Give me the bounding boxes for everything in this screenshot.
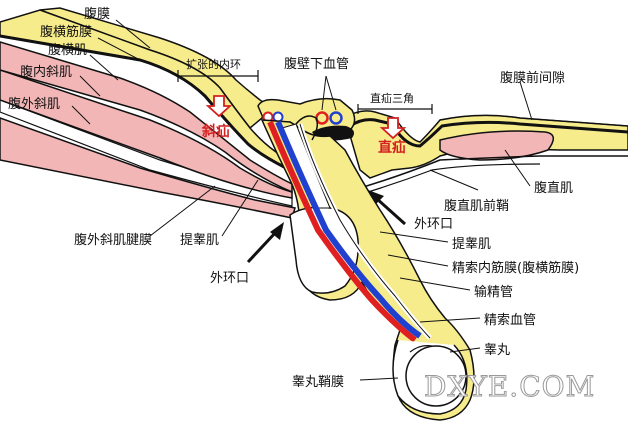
- vein-circle-2: [272, 111, 284, 123]
- label-external-ring-left: 外环口: [210, 271, 249, 286]
- ring-loop: [295, 115, 319, 141]
- triangle-bracket: [357, 104, 433, 114]
- watermark: DXYE.COM: [424, 370, 595, 403]
- leader-tunica: [359, 377, 399, 381]
- leader-epigastric-1: [321, 75, 327, 111]
- internal-oblique-muscle: [0, 69, 293, 199]
- label-spermatic-vessels: 精索血管: [484, 313, 536, 328]
- external-ring-arrow-left-shaft: [246, 230, 278, 264]
- leader-lines: [71, 19, 533, 381]
- transversus-muscle: [0, 41, 293, 194]
- leader-vas: [399, 277, 471, 291]
- external-ring-arrow-right-shaft: [374, 196, 407, 226]
- leader-preperitoneal: [519, 81, 533, 121]
- direct-hernia-arrow: [379, 117, 407, 140]
- artery-circle-1: [315, 111, 329, 125]
- leader-rectus-sheath: [429, 169, 479, 191]
- label-vas-deferens: 输精管: [474, 284, 513, 300]
- leader-internal-oblique: [79, 75, 101, 97]
- leader-aponeurosis: [149, 185, 216, 237]
- leader-cremaster-right: [379, 231, 449, 243]
- leader-transversus: [89, 54, 119, 81]
- label-indirect-hernia: 斜疝: [201, 123, 230, 140]
- label-external-oblique: 腹外斜肌: [8, 96, 60, 112]
- labels: 腹膜 腹横筋膜 腹横肌 腹内斜肌 腹外斜肌 扩张的内环 斜疝 腹壁下血管 直疝三…: [8, 6, 579, 390]
- leader-external-oblique: [71, 105, 91, 125]
- internal-ring-bracket: [177, 70, 259, 82]
- label-testis: 睾丸: [484, 342, 510, 358]
- rectus-sheath-line-2: [354, 163, 541, 197]
- rectus-sheath-line: [359, 155, 628, 189]
- external-ring-arrow-left-head: [270, 222, 284, 240]
- leader-rectus: [504, 149, 531, 187]
- hernia-arrows: [205, 95, 407, 140]
- right-peritoneum-outline: [439, 114, 628, 127]
- label-rectus-sheath: 腹直肌前鞘: [444, 198, 509, 214]
- leader-epigastric-2: [325, 75, 337, 111]
- testis-shape: [405, 345, 467, 407]
- right-fascia-line: [349, 118, 628, 148]
- leader-testis: [449, 347, 481, 353]
- label-preperitoneal-space: 腹膜前间隙: [500, 70, 565, 86]
- label-external-oblique-aponeurosis: 腹外斜肌腱膜: [74, 232, 152, 248]
- label-transversus-muscle: 腹横肌: [48, 42, 87, 58]
- spermatic-vein: [275, 120, 422, 339]
- rectus-muscle-shape: [439, 130, 554, 161]
- leader-cremaster-left: [221, 179, 259, 237]
- label-dilated-internal-ring: 扩张的内环: [186, 57, 241, 71]
- label-external-ring-right: 外环口: [414, 217, 453, 232]
- left-abdominal-wall: [0, 7, 296, 219]
- external-ring-arrows: [246, 190, 407, 264]
- label-direct-hernia: 直疝: [378, 139, 406, 156]
- spermatic-artery: [267, 120, 417, 343]
- leader-peritoneum: [115, 19, 151, 49]
- leader-internal-fascia: [387, 254, 449, 267]
- label-peritoneum: 腹膜: [84, 6, 110, 22]
- label-inferior-epigastric-vessels: 腹壁下血管: [284, 56, 349, 72]
- label-cremaster-left: 提睾肌: [180, 232, 219, 248]
- vein-circle-1: [329, 111, 343, 125]
- spermatic-cord: [260, 115, 475, 421]
- leader-fascia: [97, 37, 141, 61]
- vas-deferens-outline: [299, 123, 431, 339]
- label-internal-spermatic-fascia: 精索内筋膜(腹横筋膜): [452, 260, 579, 276]
- label-cremaster-right: 提睾肌: [452, 236, 491, 252]
- label-internal-oblique: 腹内斜肌: [20, 64, 72, 80]
- epididymis-line: [409, 345, 433, 353]
- label-transversalis-fascia: 腹横筋膜: [40, 24, 92, 40]
- label-rectus-muscle: 腹直肌: [534, 180, 573, 196]
- label-tunica-vaginalis: 睾丸鞘膜: [292, 374, 344, 390]
- indirect-hernia-arrow: [205, 95, 233, 118]
- label-inguinal-triangle: 直疝三角: [370, 91, 414, 105]
- leader-vessels: [419, 317, 481, 323]
- brackets: [177, 70, 433, 114]
- external-ring-arrow-right-head: [368, 190, 384, 204]
